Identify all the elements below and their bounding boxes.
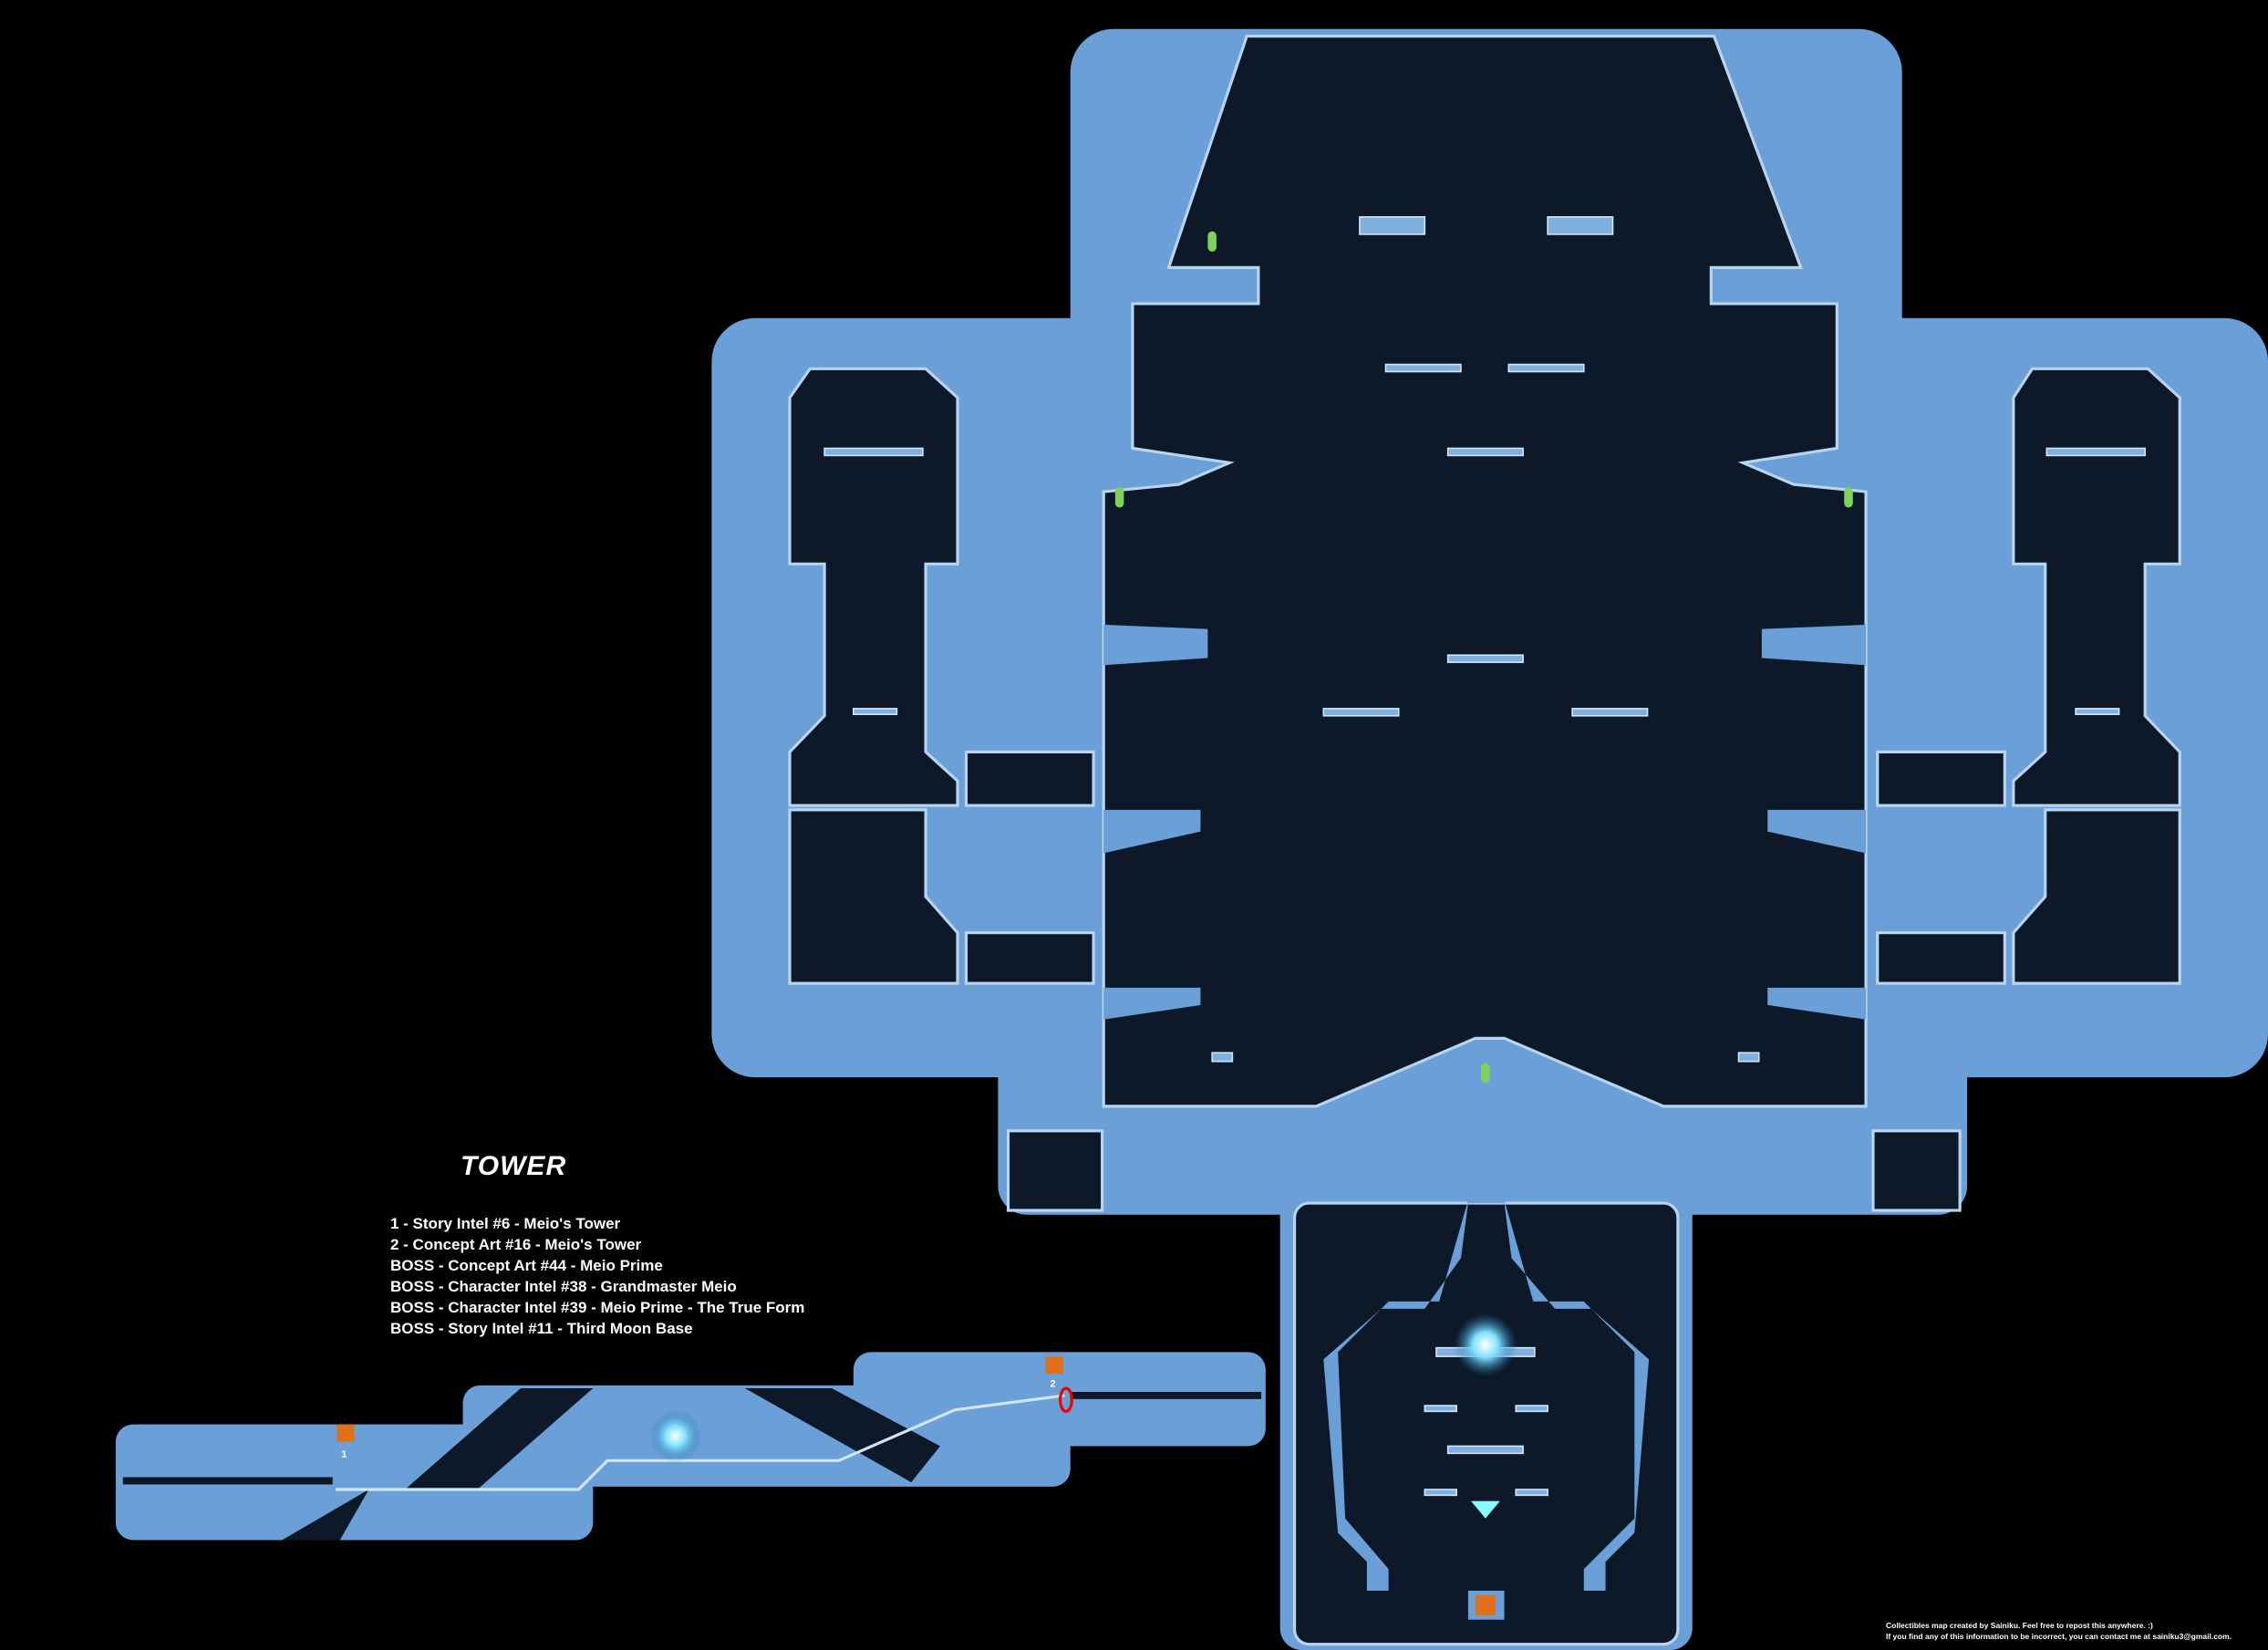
- legend-item: BOSS - Concept Art #44 - Meio Prime: [390, 1257, 663, 1274]
- left-wing: [788, 367, 1095, 985]
- credits-line: Collectibles map created by Sainiku. Fee…: [1886, 1621, 2153, 1630]
- lower-corridor: 1 2: [122, 1356, 1262, 1541]
- teleporter-icon: [649, 1409, 702, 1462]
- save-points: [1114, 231, 1853, 1084]
- legend-item: 1 - Story Intel #6 - Meio's Tower: [390, 1215, 621, 1232]
- intel-chest-icon: [1475, 1594, 1496, 1615]
- right-wing: [1876, 367, 2181, 985]
- locked-door-icon: [1059, 1386, 1073, 1413]
- save-icon: [1844, 487, 1853, 508]
- main-hall: [1102, 35, 1868, 1108]
- save-icon: [1207, 231, 1217, 252]
- legend-item: BOSS - Story Intel #11 - Third Moon Base: [390, 1320, 693, 1337]
- intel-icon-1: [337, 1424, 355, 1442]
- credits: Collectibles map created by Sainiku. Fee…: [1886, 1620, 2232, 1642]
- marker-2: 2: [1051, 1378, 1056, 1389]
- marker-1: 1: [341, 1449, 347, 1460]
- legend-item: BOSS - Character Intel #39 - Meio Prime …: [390, 1299, 805, 1316]
- waypoint-icon: [1471, 1500, 1500, 1519]
- boss-teleporter-icon: [1454, 1313, 1517, 1377]
- intel-icon-2: [1045, 1356, 1063, 1375]
- legend-item: BOSS - Character Intel #38 - Grandmaster…: [390, 1278, 737, 1295]
- map-title: TOWER: [461, 1151, 567, 1181]
- save-icon: [1114, 487, 1124, 508]
- collectibles-legend: 1 - Story Intel #6 - Meio's Tower 2 - Co…: [390, 1213, 804, 1339]
- lower-rooms: [1006, 1113, 1962, 1646]
- legend-item: 2 - Concept Art #16 - Meio's Tower: [390, 1236, 642, 1253]
- save-icon: [1481, 1063, 1490, 1084]
- credits-line: If you find any of this information to b…: [1886, 1632, 2232, 1641]
